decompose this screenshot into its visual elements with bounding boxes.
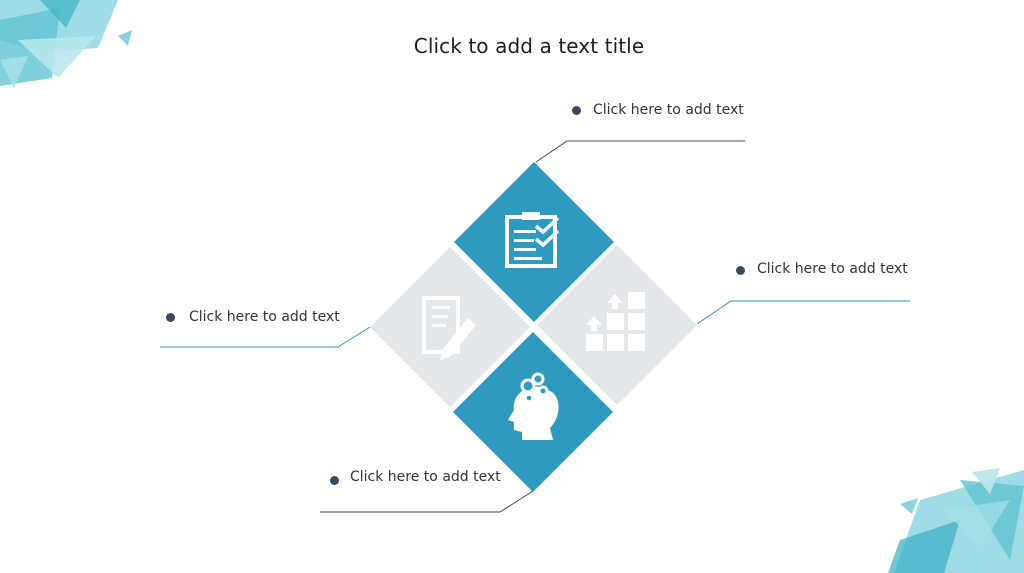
- connector-right: [696, 300, 910, 325]
- bullet-dot-top: [572, 106, 581, 115]
- text-placeholder-bottom[interactable]: Click here to add text: [350, 469, 501, 485]
- text-placeholder-right[interactable]: Click here to add text: [757, 261, 908, 277]
- clipboard-check-icon: [505, 212, 560, 268]
- bullet-dot-bottom: [330, 476, 339, 485]
- growth-blocks-icon: [586, 292, 645, 351]
- connector-bottom: [320, 490, 534, 513]
- slide-title[interactable]: Click to add a text title: [413, 34, 645, 58]
- head-gears-icon: [508, 372, 559, 440]
- bullet-dot-right: [736, 266, 745, 275]
- text-placeholder-top[interactable]: Click here to add text: [593, 102, 744, 118]
- diamond-left: [370, 247, 530, 407]
- decor-top-left: [0, 0, 132, 88]
- bullet-dot-left: [166, 313, 175, 322]
- decor-bottom-right: [888, 468, 1024, 573]
- connector-left: [160, 326, 371, 348]
- document-edit-icon: [422, 296, 476, 360]
- connector-top: [535, 140, 745, 163]
- text-placeholder-left[interactable]: Click here to add text: [189, 309, 340, 325]
